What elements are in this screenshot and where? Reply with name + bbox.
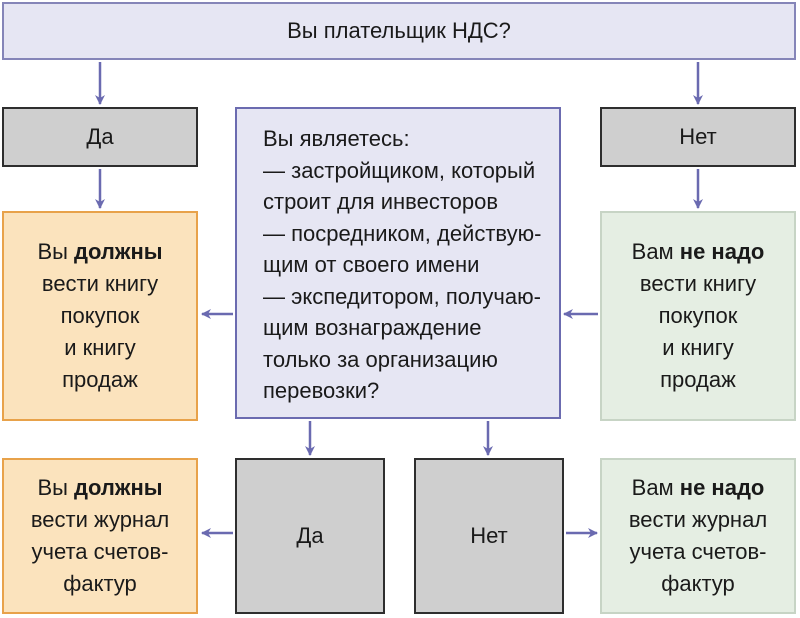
no-need-journal-line-4: фактур — [661, 571, 735, 596]
no-need-journal-line-2: вести журнал — [628, 507, 768, 532]
center-line-9: перевозки? — [263, 378, 380, 403]
no-need-books-line-2: вести книгу — [639, 271, 757, 296]
center-line-3: строит для инвесторов — [263, 189, 499, 214]
center-line-5: щим от своего имени — [263, 252, 480, 277]
center-line-6: — экспедитором, получаю- — [263, 283, 541, 309]
no-need-journal-bold: не надо — [679, 475, 765, 500]
center-line-2: — застройщиком, который — [263, 157, 536, 183]
answer-yes-label: Да — [86, 124, 114, 149]
must-keep-journal-box: Вы должны вести журнал учета счетов- фак… — [2, 458, 198, 614]
bottom-yes-label: Да — [296, 523, 324, 548]
center-line-4: — посредником, действую- — [263, 220, 542, 246]
answer-no-box: Нет — [600, 107, 796, 167]
answer-no-label: Нет — [679, 124, 717, 149]
bottom-no-label: Нет — [470, 523, 508, 548]
no-need-journal-line-3: учета счетов- — [629, 539, 767, 564]
no-need-journal-box: Вам не надо вести журнал учета счетов- ф… — [600, 458, 796, 614]
must-keep-books-box: Вы должны вести книгу покупок и книгу пр… — [2, 211, 198, 421]
must-journal-pre: Вы — [37, 475, 75, 500]
must-books-line-5: продаж — [62, 367, 138, 392]
must-journal-line-2: вести журнал — [30, 507, 170, 532]
must-books-bold: должны — [74, 239, 163, 264]
no-need-books-pre: Вам — [631, 239, 680, 264]
no-need-books-line-5: продаж — [660, 367, 736, 392]
center-line-1: Вы являетесь: — [263, 126, 410, 151]
question-box-vat-payer: Вы плательщик НДС? — [2, 2, 796, 60]
bottom-no-box: Нет — [414, 458, 564, 614]
must-journal-bold: должны — [74, 475, 163, 500]
center-line-7: щим вознаграждение — [263, 315, 482, 340]
no-need-journal-pre: Вам — [631, 475, 680, 500]
center-question-box: Вы являетесь: — застройщиком, который ст… — [235, 107, 561, 419]
must-books-line-2: вести книгу — [41, 271, 159, 296]
must-journal-line-4: фактур — [63, 571, 137, 596]
no-need-books-line-3: покупок — [658, 303, 738, 328]
center-line-8: только за организацию — [263, 346, 498, 372]
no-need-books-box: Вам не надо вести книгу покупок и книгу … — [600, 211, 796, 421]
must-books-pre: Вы — [37, 239, 75, 264]
bottom-yes-box: Да — [235, 458, 385, 614]
must-journal-line-3: учета счетов- — [31, 539, 169, 564]
answer-yes-box: Да — [2, 107, 198, 167]
question-text: Вы плательщик НДС? — [287, 18, 511, 43]
must-books-line-4: и книгу — [64, 335, 136, 360]
no-need-books-bold: не надо — [679, 239, 765, 264]
must-books-line-3: покупок — [60, 303, 140, 328]
no-need-books-line-4: и книгу — [662, 335, 734, 360]
